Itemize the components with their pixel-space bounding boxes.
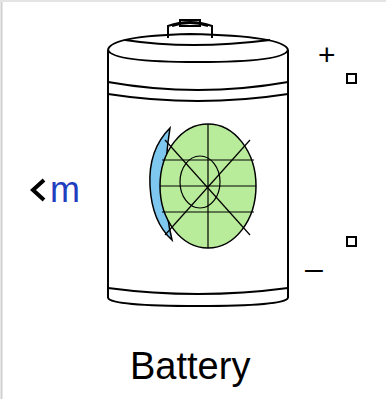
terminal-sign: –	[305, 252, 323, 284]
port-name: m	[50, 172, 80, 208]
block-name: Battery	[130, 347, 250, 385]
terminal-sign: +	[318, 40, 336, 70]
battery-block: Battery	[108, 15, 288, 395]
